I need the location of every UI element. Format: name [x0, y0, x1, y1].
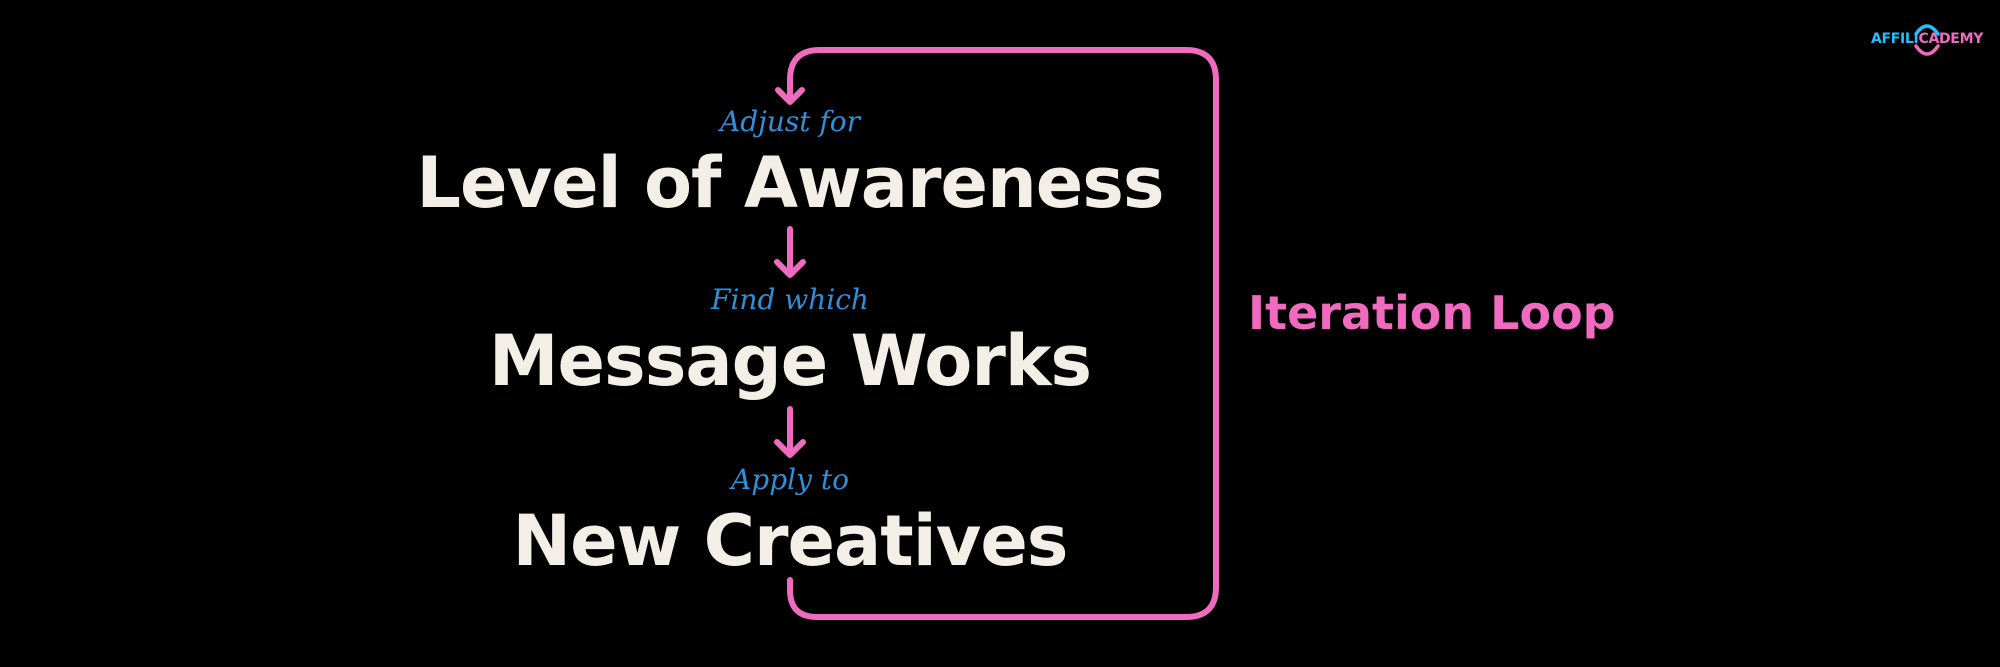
step-2-note: Find which	[711, 283, 869, 316]
logo-text-part-1: AFFILI	[1870, 31, 1919, 47]
logo-text-part-2: CADEMY	[1918, 31, 1984, 47]
step-2-title: Message Works	[488, 320, 1092, 402]
step-3-note: Apply to	[731, 463, 849, 496]
step-1-title: Level of Awareness	[416, 142, 1164, 224]
step-1-note: Adjust for	[720, 105, 860, 138]
arrow-down-icon	[774, 226, 806, 278]
step-3-title: New Creatives	[512, 500, 1069, 582]
arrow-down-icon	[774, 406, 806, 458]
loop-path	[787, 47, 1219, 620]
logo-swirl-icon	[1914, 24, 1940, 56]
logo-wordmark: AFFILICADEMY	[1866, 32, 1988, 46]
affilicademy-logo: AFFILICADEMY	[1866, 18, 1988, 66]
loop-arrowhead-icon	[775, 87, 805, 105]
iteration-loop-label: Iteration Loop	[1248, 286, 1616, 340]
